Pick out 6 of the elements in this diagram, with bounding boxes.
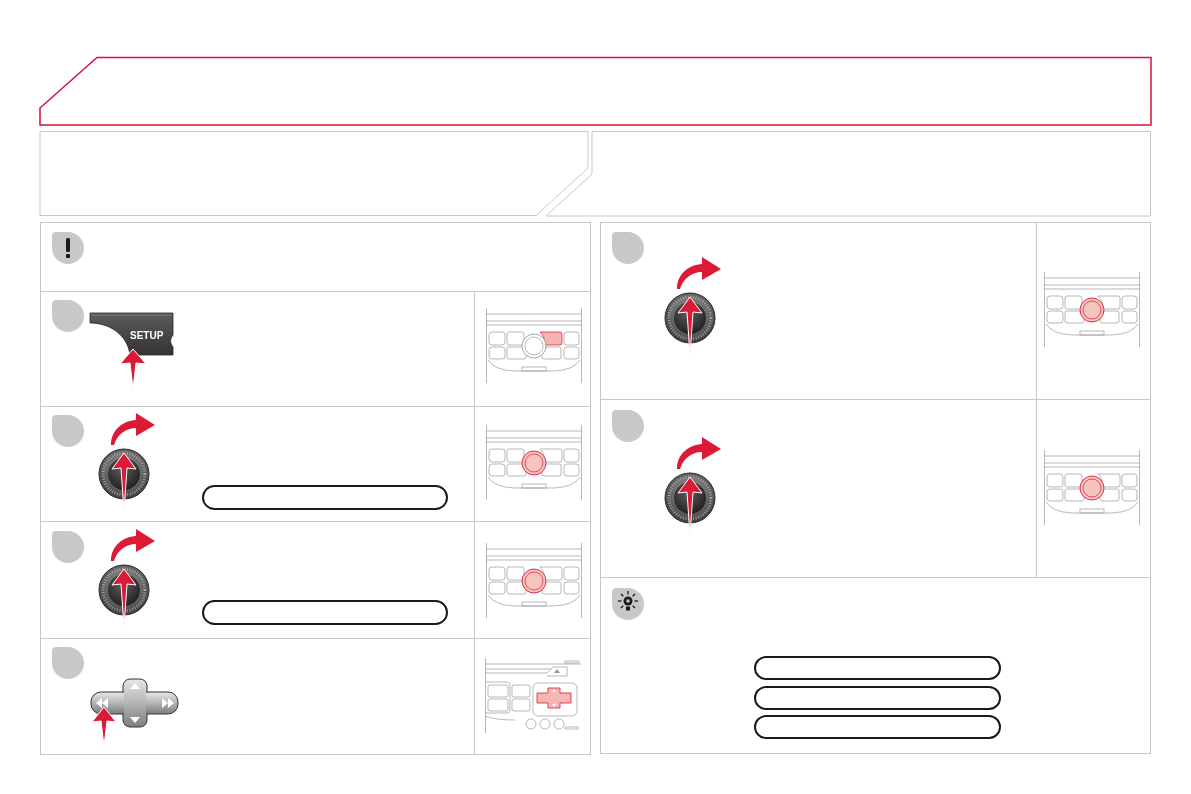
rounded-bar xyxy=(754,715,1001,739)
rounded-bar xyxy=(754,686,1001,710)
key-label: SETUP xyxy=(130,331,164,341)
rounded-bar xyxy=(754,656,1001,680)
rounded-bar xyxy=(202,600,448,625)
rounded-bar xyxy=(202,485,448,510)
